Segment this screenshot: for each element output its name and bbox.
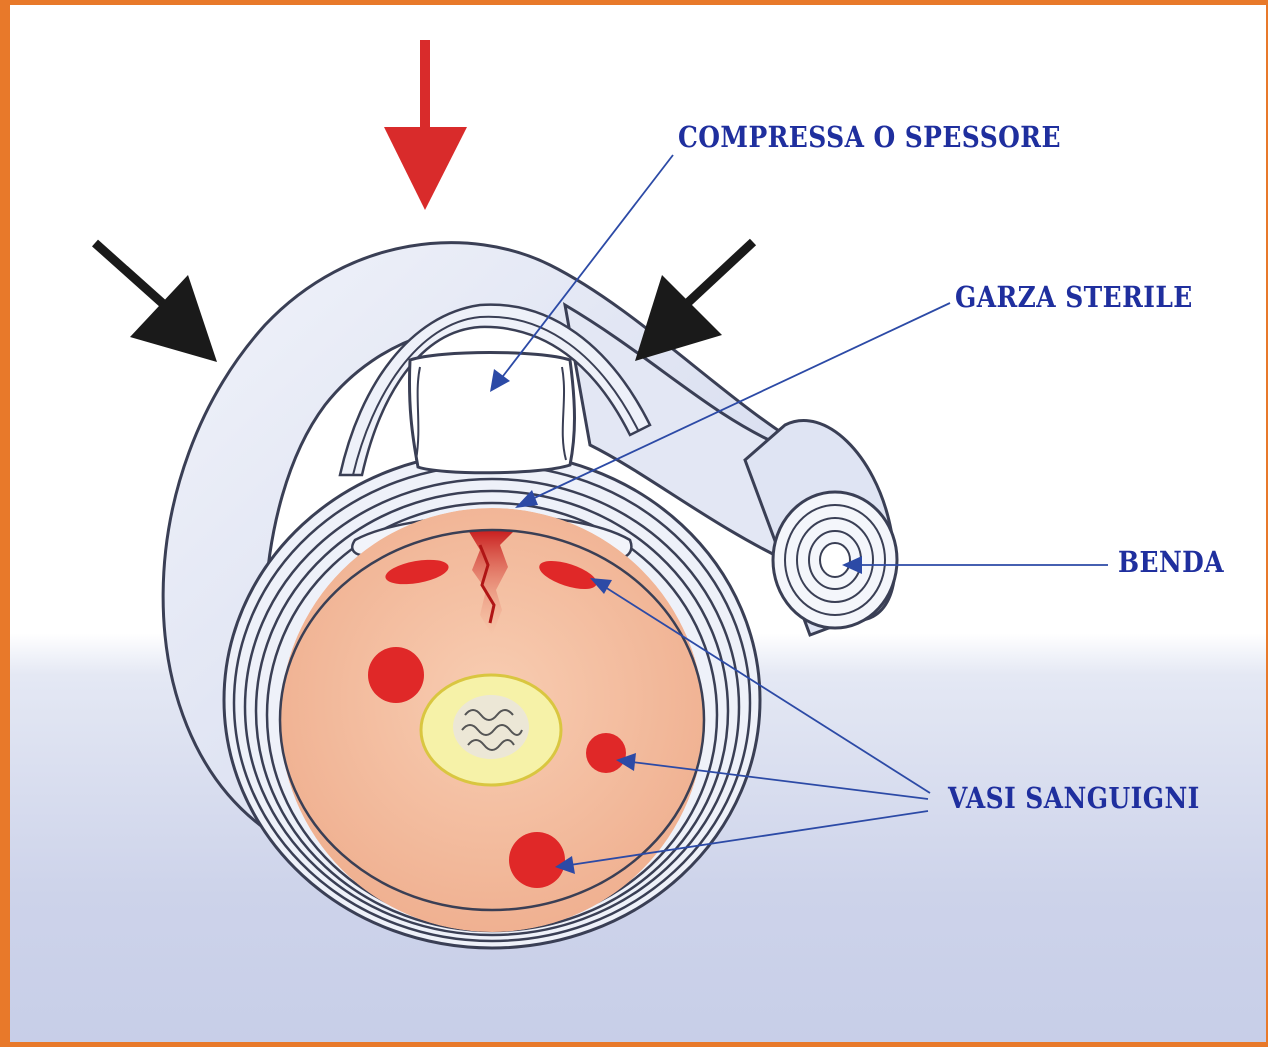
compress-pad (409, 353, 574, 473)
label-vasi: VASI SANGUIGNI (948, 781, 1200, 815)
bone (421, 675, 561, 785)
label-garza: GARZA STERILE (955, 280, 1193, 314)
label-compressa: COMPRESSA O SPESSORE (678, 120, 1061, 154)
bandage-diagram (10, 5, 1268, 1047)
label-benda: BENDA (1118, 545, 1224, 579)
